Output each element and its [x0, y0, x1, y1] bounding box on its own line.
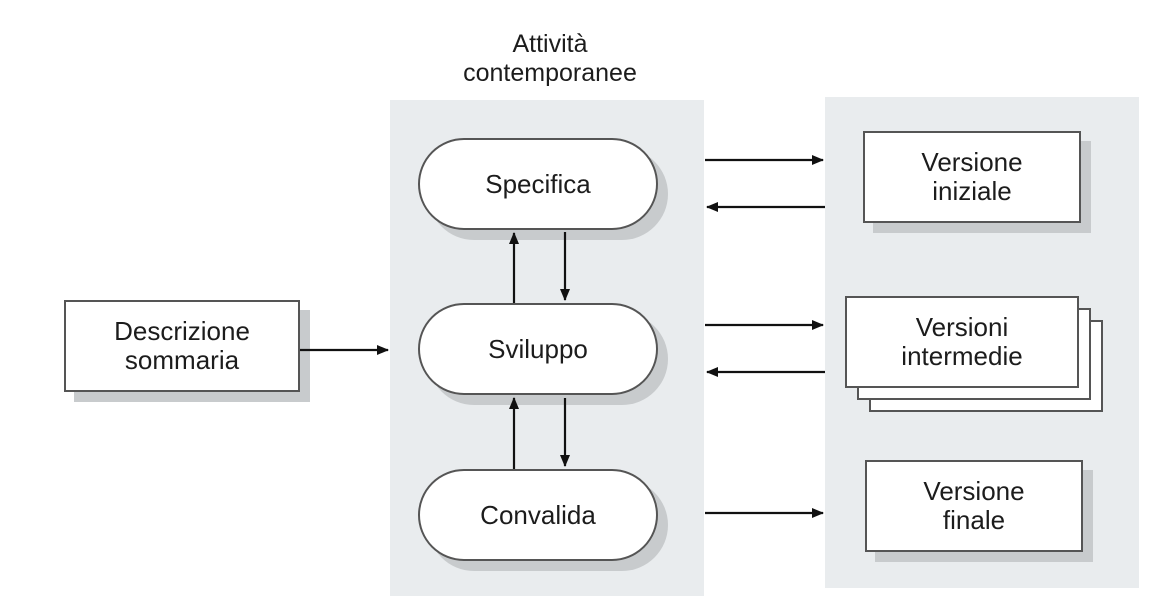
version-final-line-2: finale	[942, 505, 1006, 535]
input-line-2: sommaria	[124, 345, 240, 375]
input-line-1: Descrizione	[114, 315, 250, 346]
version-final-line-1: Versione	[923, 475, 1025, 506]
title-line-1: Attività	[512, 30, 588, 58]
activity-convalida-label: Convalida	[480, 499, 596, 530]
version-intermediate-line-2: intermedie	[901, 341, 1023, 371]
version-final-box: Versione finale	[865, 460, 1083, 552]
diagram-title: Attività contemporanee	[420, 30, 680, 88]
activity-specifica: Specifica	[418, 138, 658, 230]
activity-specifica-label: Specifica	[485, 168, 591, 199]
input-description-box: Descrizione sommaria	[64, 300, 300, 392]
version-initial-box: Versione iniziale	[863, 131, 1081, 223]
version-intermediate-line-1: Versioni	[915, 311, 1009, 342]
version-initial-line-1: Versione	[921, 146, 1023, 177]
activity-convalida: Convalida	[418, 469, 658, 561]
version-intermediate-box: Versioni intermedie	[845, 296, 1079, 388]
activity-sviluppo: Sviluppo	[418, 303, 658, 395]
title-line-2: contemporanee	[463, 58, 637, 87]
activity-sviluppo-label: Sviluppo	[488, 333, 588, 364]
version-initial-line-2: iniziale	[932, 176, 1012, 206]
